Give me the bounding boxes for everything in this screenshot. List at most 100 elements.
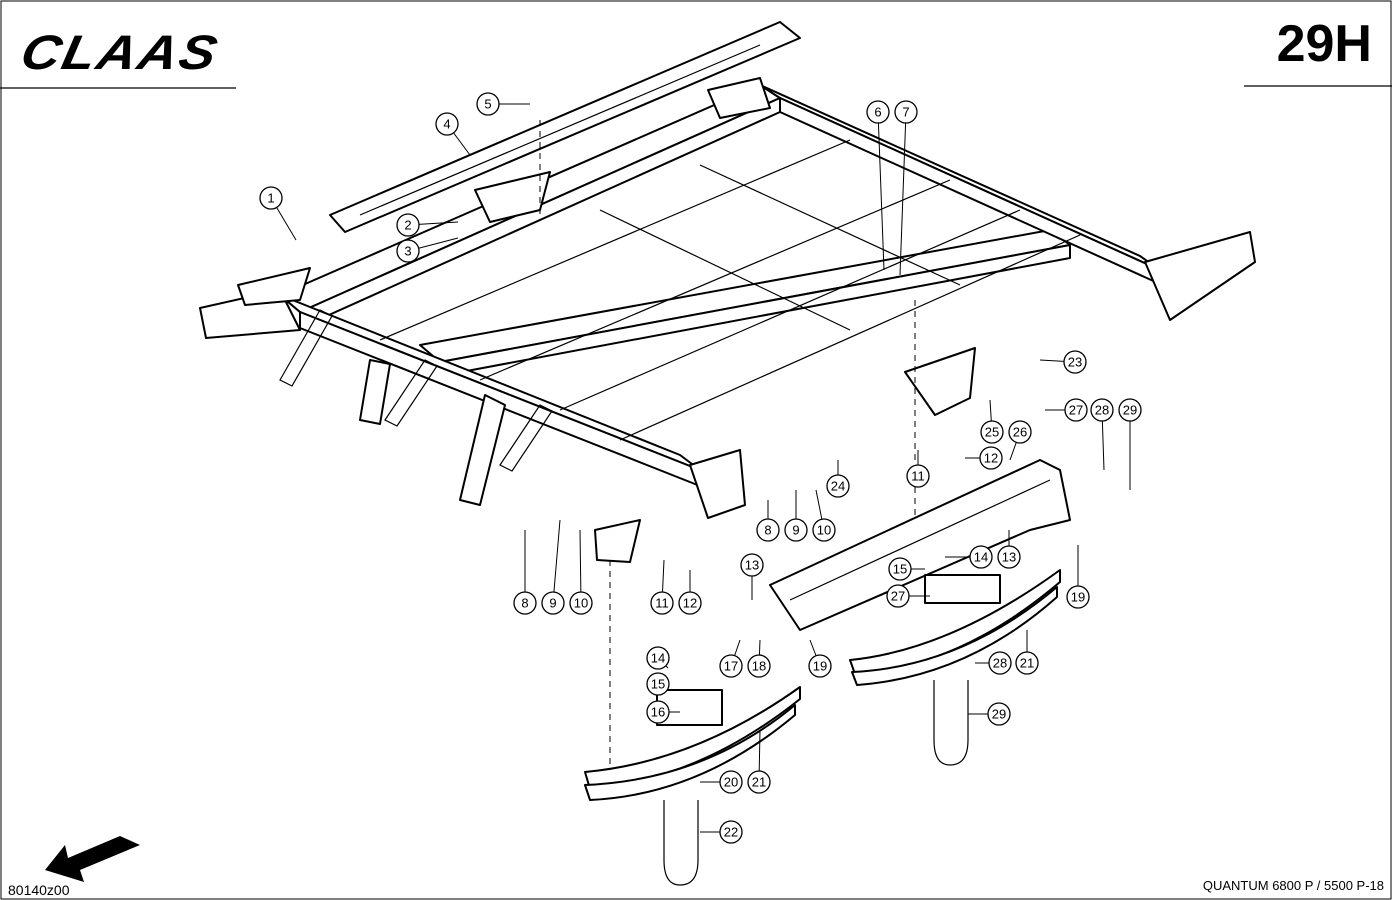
callout-number: 27 [1069,403,1083,418]
callout-2: 2 [396,213,459,237]
callout-number: 2 [404,218,411,233]
callout-number: 1 [267,191,274,206]
callout-number: 24 [831,479,845,494]
callout-number: 12 [984,451,998,466]
callout-1: 1 [259,186,297,241]
callout-19: 19 [808,639,832,678]
callout-23: 23 [1039,350,1087,374]
drawing-number: 80140z00 [8,882,70,898]
callout-number: 19 [1071,590,1085,605]
callout-number: 26 [1013,425,1027,440]
callout-28: 28 [1090,398,1114,471]
callout-14: 14 [646,646,670,670]
callout-number: 29 [992,707,1006,722]
callout-number: 11 [911,469,925,484]
callout-6: 6 [866,100,890,271]
callout-number: 4 [443,117,450,132]
direction-arrow [45,836,140,882]
callout-26: 26 [1008,420,1032,461]
callout-number: 27 [891,589,905,604]
callout-25: 25 [980,399,1004,444]
callout-9: 9 [541,519,565,615]
callout-21: 21 [1015,630,1039,675]
callout-number: 16 [651,705,665,720]
callout-number: 12 [683,596,697,611]
leaf-spring-rear [849,569,1061,686]
callout-29: 29 [1118,398,1142,490]
callout-number: 10 [574,596,588,611]
callout-19: 19 [1066,545,1090,609]
callout-7: 7 [894,100,918,276]
callout-8: 8 [513,530,537,615]
callout-22: 22 [700,820,743,844]
callout-number: 14 [651,651,665,666]
callout-10: 10 [569,529,593,615]
callout-15: 15 [646,672,670,696]
callout-number: 21 [1020,656,1034,671]
callout-number: 23 [1068,355,1082,370]
callout-number: 5 [484,97,491,112]
callout-11: 11 [650,559,674,615]
callout-3: 3 [396,237,459,263]
callout-14: 14 [945,545,993,569]
callout-9: 9 [784,490,808,542]
hanger-loops [279,309,553,506]
callout-number: 6 [874,105,881,120]
callout-number: 10 [817,523,831,538]
callout-21: 21 [747,729,771,794]
callout-10: 10 [812,489,836,542]
callout-27: 27 [886,584,930,608]
callout-number: 22 [724,825,738,840]
callout-27: 27 [1045,398,1088,422]
chassis-frame [199,77,1256,563]
callout-number: 8 [764,523,771,538]
callout-number: 9 [792,523,799,538]
callout-number: 29 [1123,403,1137,418]
callout-number: 15 [651,677,665,692]
callout-number: 20 [724,775,738,790]
spring-beam-right [769,459,1071,631]
callout-number: 19 [813,659,827,674]
callout-number: 11 [655,596,669,611]
callout-number: 17 [724,659,738,674]
callout-15: 15 [888,557,925,581]
callout-number: 13 [745,558,759,573]
callout-18: 18 [747,639,771,678]
callout-28: 28 [975,651,1012,675]
callout-13: 13 [997,530,1021,569]
callout-12: 12 [965,446,1003,470]
leaf-spring-front [584,686,801,801]
callout-number: 3 [404,244,411,259]
callout-13: 13 [740,553,764,600]
u-bolt-rear [933,680,969,766]
callout-8: 8 [756,500,780,542]
callout-4: 4 [435,112,471,156]
callout-number: 25 [985,425,999,440]
wooden-board [329,21,801,233]
callout-12: 12 [678,570,702,615]
callout-17: 17 [719,639,743,678]
callout-20: 20 [700,770,743,794]
callout-number: 18 [752,659,766,674]
callout-24: 24 [826,460,850,498]
callout-number: 13 [1002,550,1016,565]
callout-number: 21 [752,775,766,790]
callout-5: 5 [476,92,530,116]
callout-number: 9 [549,596,556,611]
callout-number: 8 [521,596,528,611]
callout-29: 29 [968,702,1011,726]
callout-11: 11 [906,450,930,488]
page-code: 29H [1276,15,1372,73]
model-caption: QUANTUM 6800 P / 5500 P-18 [1202,878,1384,893]
callout-number: 28 [993,656,1007,671]
callout-number: 28 [1095,403,1109,418]
callout-number: 15 [893,562,907,577]
u-bolt-front [663,800,699,886]
callout-number: 14 [974,550,988,565]
callout-16: 16 [646,700,680,724]
callout-number: 7 [902,105,909,120]
